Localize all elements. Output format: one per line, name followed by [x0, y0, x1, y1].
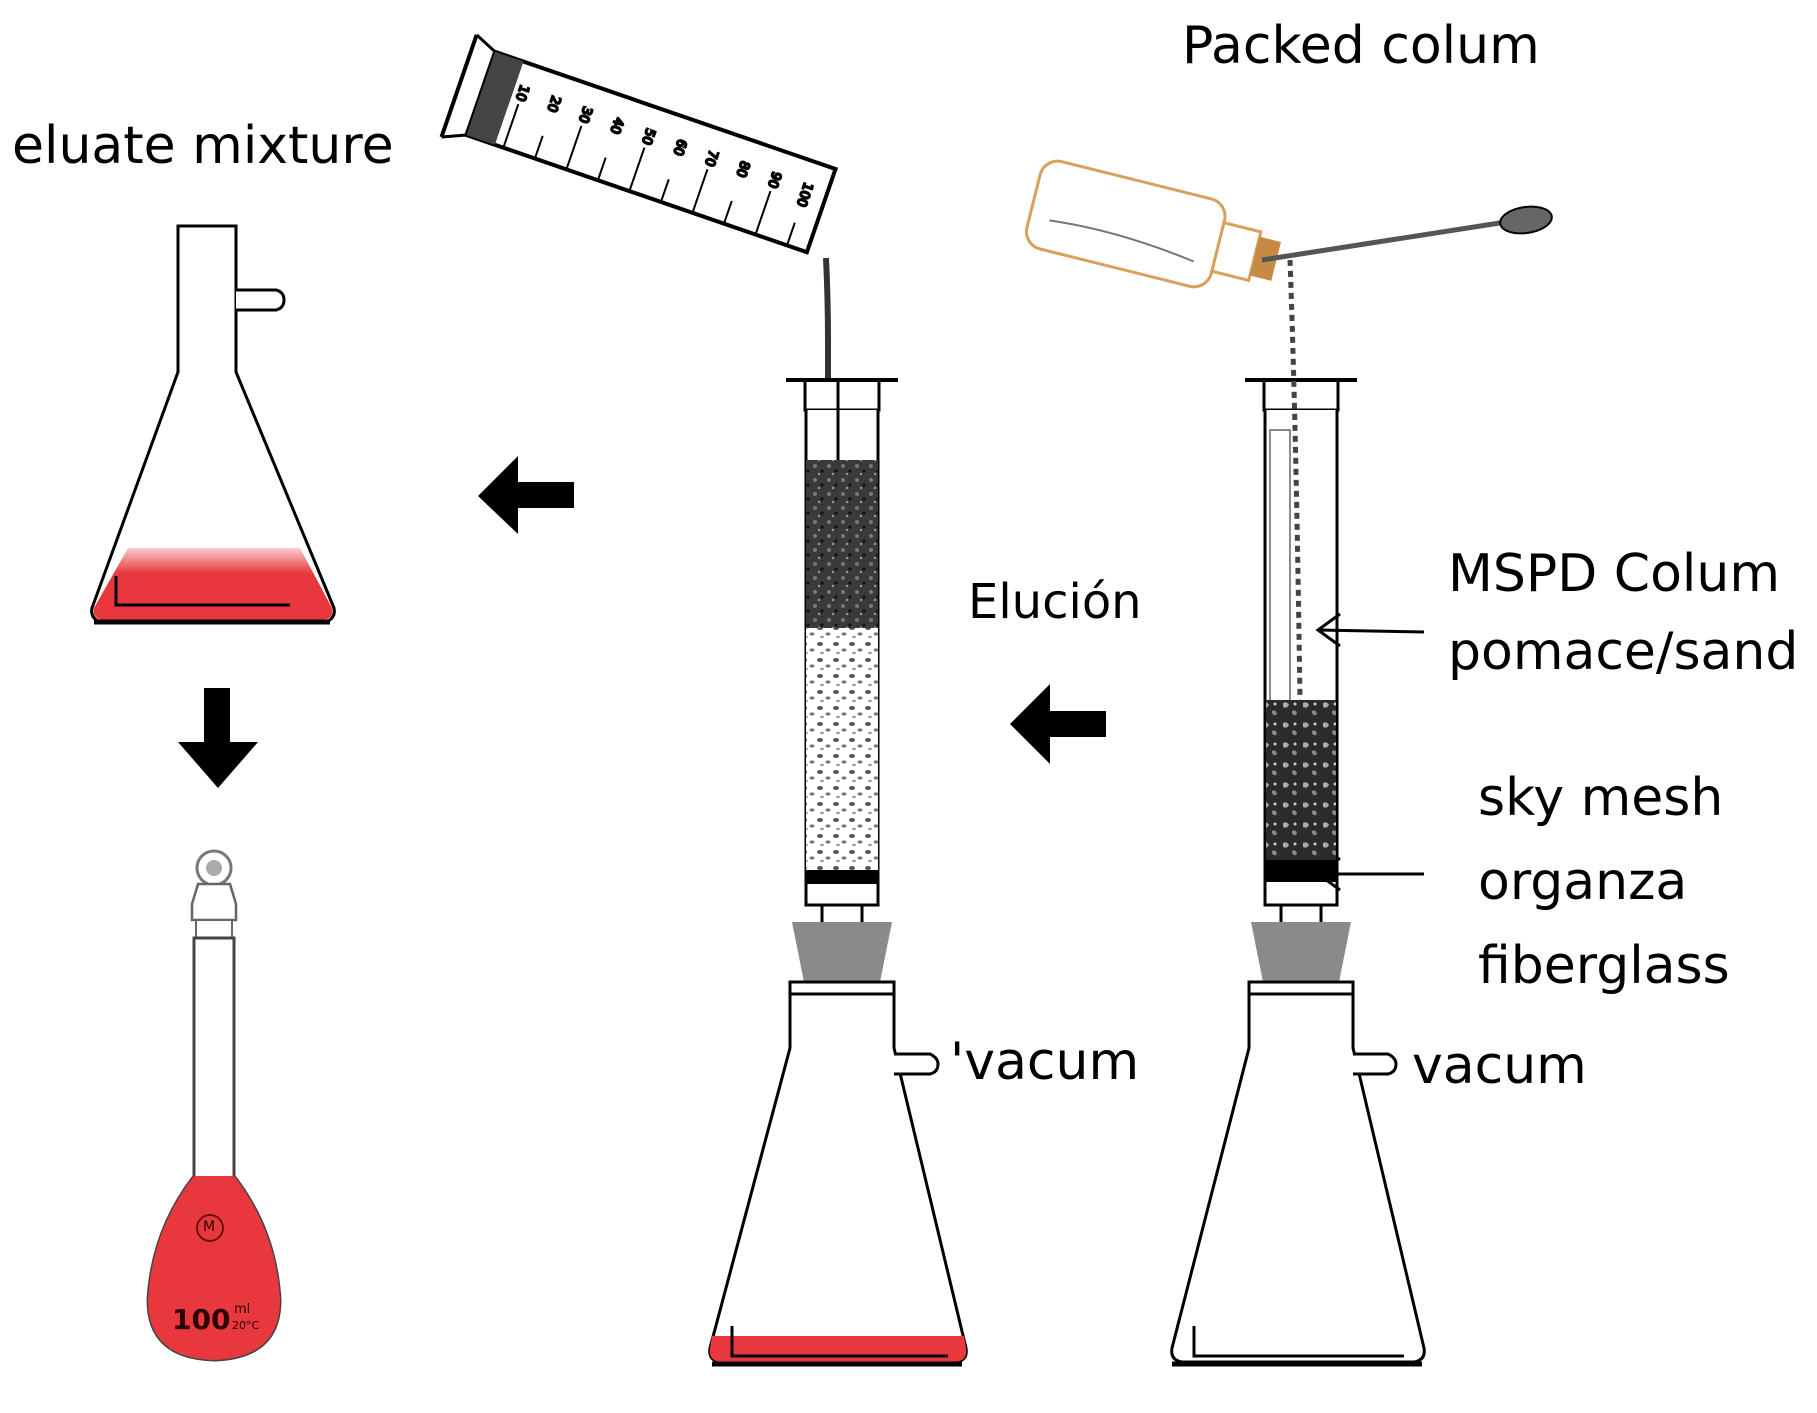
cylinder-tick-label: 40: [606, 115, 626, 136]
pointer-arrow-icon: [1315, 856, 1424, 892]
arrow-left-icon: [1010, 684, 1106, 764]
flask-unit-marking: ml: [234, 1302, 251, 1317]
packed-column-label: Packed colum: [1182, 16, 1540, 76]
cylinder-tick: [502, 103, 520, 149]
cylinder-tick-label: 30: [575, 104, 595, 125]
cylinder-tick-label: 20: [543, 94, 563, 115]
cylinder-tick-label: 70: [701, 148, 721, 169]
flask-temp-marking: 20°C: [232, 1319, 260, 1332]
mspd-column-label: MSPD Colum: [1448, 544, 1780, 604]
cylinder-tick: [533, 135, 544, 159]
cylinder-tick: [565, 125, 583, 170]
organza-label: organza: [1478, 852, 1688, 912]
elution-column: [708, 378, 968, 1367]
pointer-arrow-icon: [1315, 612, 1425, 648]
arrow-left-icon: [478, 456, 574, 534]
cylinder-tick: [786, 222, 796, 246]
cylinder-tick-label: 90: [764, 170, 784, 191]
packed-column: [1170, 259, 1426, 1367]
volumetric-flask: [146, 849, 282, 1362]
flask-volume-marking: 100: [172, 1303, 231, 1336]
cylinder-tick-label: 50: [638, 126, 658, 147]
cylinder-tick-label: 60: [669, 137, 689, 158]
cylinder-tick: [628, 147, 646, 192]
eluent-stream: [823, 257, 831, 430]
arrow-down-icon: [178, 688, 258, 788]
cylinder-tick: [723, 200, 733, 224]
vacuum-label-middle: 'vacum: [950, 1032, 1140, 1092]
eluate-mixture-label: eluate mixture: [12, 116, 394, 176]
elution-label: Elución: [968, 574, 1142, 630]
cylinder-tick: [596, 157, 607, 181]
fiberglass-label: fiberglass: [1478, 936, 1730, 996]
cylinder-tick-label: 10: [512, 83, 532, 104]
cylinder-tick: [691, 168, 709, 214]
spatula: [1261, 205, 1553, 263]
cylinder-tick: [659, 178, 670, 203]
vacuum-label-right: vacum: [1412, 1036, 1587, 1096]
cylinder-tick: [754, 190, 772, 235]
cylinder-tick-label: 80: [733, 159, 753, 180]
pomace-sand-label: pomace/sand: [1448, 622, 1799, 682]
flask-logo-marking: M: [203, 1219, 216, 1235]
sample-bottle: [1024, 159, 1281, 289]
eluate-collection-flask: [90, 224, 336, 625]
sky-mesh-label: sky mesh: [1478, 768, 1724, 828]
